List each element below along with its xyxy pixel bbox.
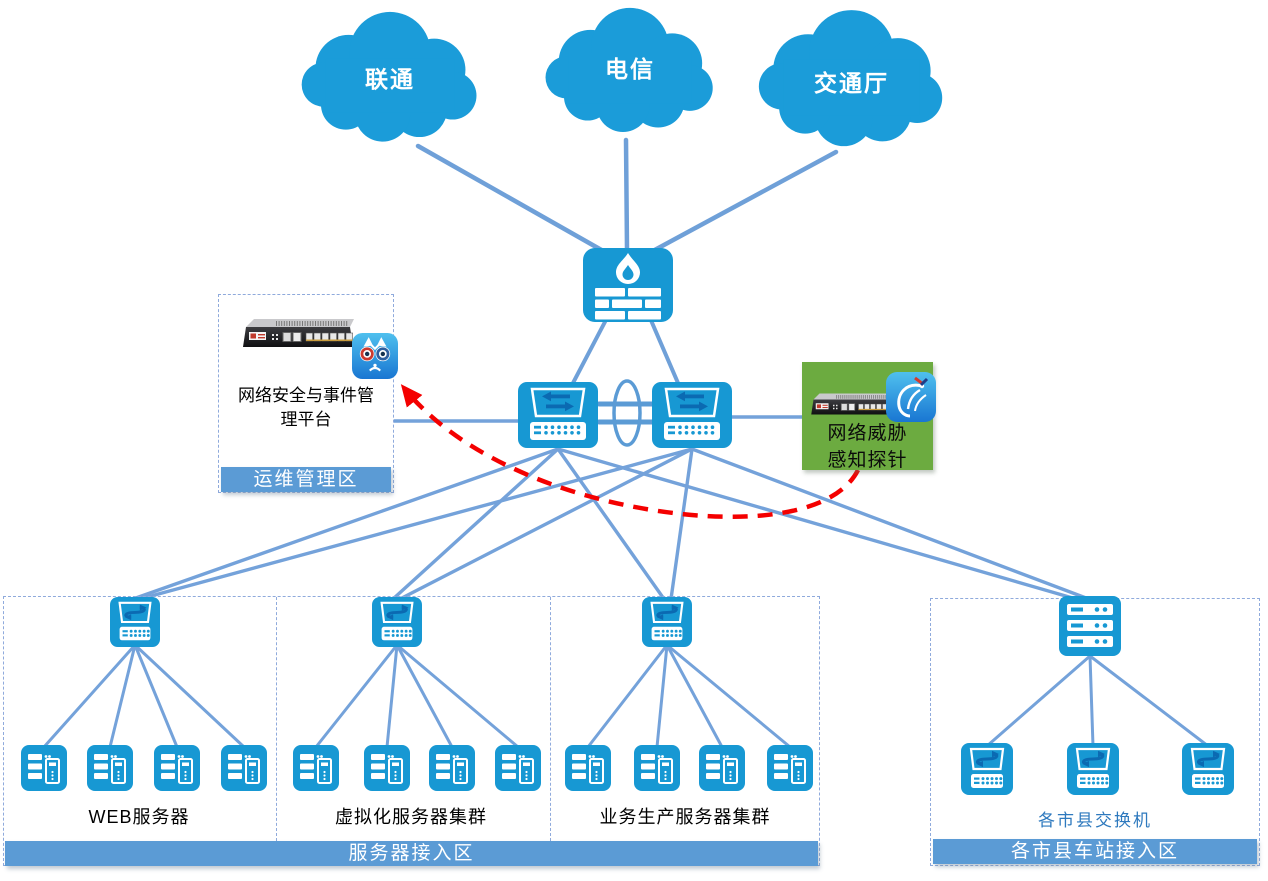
county-switch-icon (1067, 743, 1119, 795)
management-zone-box: 网络安全与事件管 理平台 运维管理区 (218, 294, 394, 493)
threat-probe-label-line2: 感知探针 (827, 450, 908, 471)
cloud-telecom: 电信 (542, 4, 718, 142)
station-core-stack-icon (1059, 596, 1121, 656)
threat-probe-app-icon (886, 372, 936, 422)
server-icon (767, 745, 813, 791)
access-switch-virtual-icon (372, 597, 422, 647)
server-icon (154, 745, 200, 791)
management-zone-banner: 运维管理区 (221, 467, 391, 492)
county-switch-icon (961, 743, 1013, 795)
link-aggregation-ellipse (612, 379, 642, 447)
core-switch-left-icon (518, 382, 598, 448)
threat-probe-box: 网络威胁 感知探针 (802, 362, 936, 471)
group-label-production: 业务生产服务器集群 (599, 807, 771, 827)
zone-divider (550, 597, 551, 841)
threat-probe-label-line1: 网络威胁 (827, 423, 908, 444)
cloud-telecom-label: 电信 (605, 56, 655, 82)
station-access-zone-banner: 各市县车站接入区 (933, 839, 1257, 864)
access-switch-production-icon (642, 597, 692, 647)
server-icon (699, 745, 745, 791)
firewall-icon (583, 248, 673, 322)
county-switches-label: 各市县交换机 (1038, 811, 1152, 830)
server-access-zone-box: 服务器接入区 (3, 596, 820, 866)
server-icon (565, 745, 611, 791)
server-icon (221, 745, 267, 791)
owl-app-icon (352, 333, 398, 379)
core-switch-right-icon (652, 382, 732, 448)
server-icon (429, 745, 475, 791)
group-label-web: WEB服务器 (88, 807, 190, 827)
access-switch-web-icon (110, 597, 160, 647)
siem-label-line1: 网络安全与事件管 (238, 386, 374, 405)
zone-divider (276, 597, 277, 841)
probe-appliance-image (806, 392, 896, 416)
cloud-unicom-label: 联通 (365, 66, 415, 92)
server-icon (634, 745, 680, 791)
cloud-unicom: 联通 (298, 10, 482, 150)
county-switch-icon (1182, 743, 1234, 795)
siem-appliance-image (236, 317, 356, 349)
siem-label-line2: 理平台 (280, 410, 332, 429)
server-access-zone-banner: 服务器接入区 (5, 841, 818, 866)
server-icon (87, 745, 133, 791)
server-icon (364, 745, 410, 791)
server-icon (495, 745, 541, 791)
mirror-traffic-arrow (400, 384, 861, 519)
cloud-transport-dept-label: 交通厅 (814, 70, 889, 96)
server-icon (21, 745, 67, 791)
server-icon (293, 745, 339, 791)
cloud-transport-dept: 交通厅 (755, 8, 948, 155)
group-label-virtual: 虚拟化服务器集群 (335, 807, 487, 827)
